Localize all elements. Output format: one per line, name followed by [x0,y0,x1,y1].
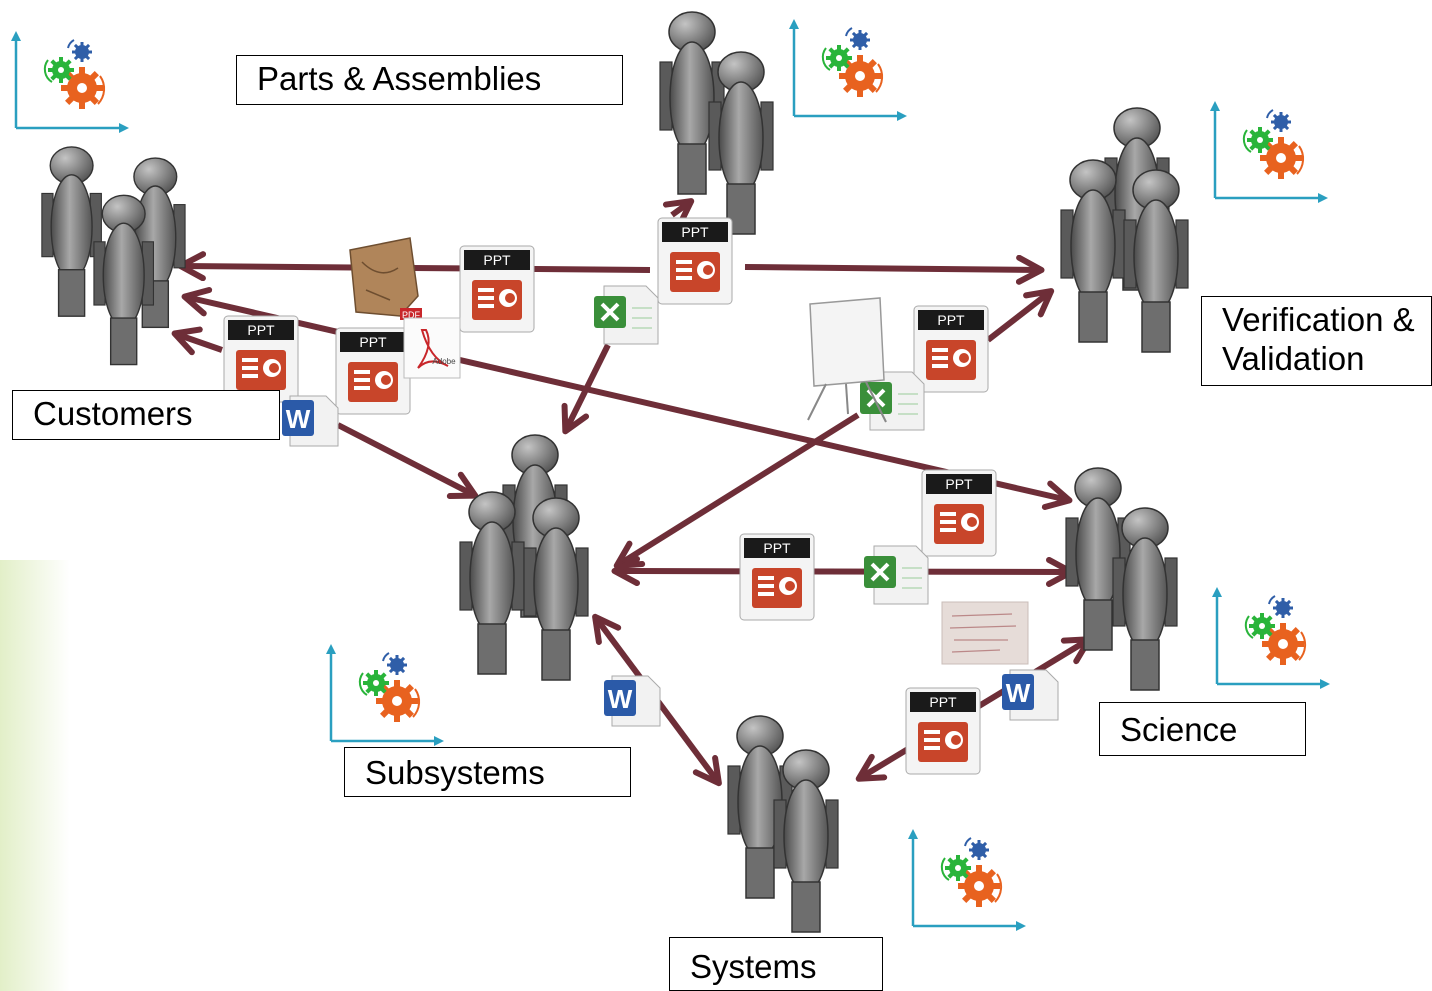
word-letter: W [608,684,633,714]
arrow-verification-to-subsystems [986,288,1055,343]
word-icon: W [282,395,339,447]
pdf-brand: Adobe [432,357,456,366]
arrow-science-to-customers [181,287,1073,510]
label-text-line1: Verification & [1222,301,1415,338]
subsystems-group-icon [459,434,589,681]
verification-group-icon [1060,107,1189,353]
excel-icon [864,545,929,605]
systems-group-icon [727,715,839,933]
label-verification-validation: Verification & Validation [1201,296,1432,386]
pdf-label: PDF [402,310,421,320]
ppt-label: PPT [483,252,511,268]
parts-group-icon [659,11,774,235]
ppt-label: PPT [247,322,275,338]
label-text: Parts & Assemblies [257,60,542,97]
label-parts-assemblies: Parts & Assemblies [236,55,623,105]
label-subsystems: Subsystems [344,747,631,797]
chart-gears-icon [16,36,124,128]
word-icon: W [604,675,661,727]
label-systems: Systems [669,937,883,991]
arrow-to-customers-top [177,251,651,282]
ppt-label: PPT [359,334,387,350]
flipchart-icon [807,297,887,423]
excel-icon [594,285,659,345]
handwritten-note-icon [941,601,1029,665]
word-icon: W [1002,669,1059,721]
ppt-label: PPT [929,694,957,710]
arrow-to-parts [662,198,695,228]
label-text-line2: Validation [1222,339,1365,377]
arrow-parts-to-subsystems [561,343,611,435]
label-science: Science [1099,702,1306,756]
powerpoint-icon: PPT [459,245,535,333]
word-letter: W [1006,678,1031,708]
customers-group-icon [41,146,186,366]
ppt-label: PPT [945,476,973,492]
powerpoint-icon: PPT [739,533,815,621]
pdf-icon: PDF Adobe [400,308,461,379]
powerpoint-icon: PPT [657,217,733,305]
chart-gears-icon [1217,592,1325,684]
arrow-flipchart-to-subsystems [613,412,860,569]
ppt-label: PPT [763,540,791,556]
arrow-to-verification [744,254,1045,285]
arrow-customers-to-subsystems [336,422,479,500]
powerpoint-icon: PPT [913,305,989,393]
powerpoint-icon: PPT [921,469,997,557]
arrow-subsystems-science [611,556,1075,587]
label-text: Subsystems [365,754,545,791]
chart-gears-icon [913,834,1021,926]
chart-gears-icon [1215,106,1323,198]
ppt-label: PPT [937,312,965,328]
map-icon [349,237,419,317]
word-letter: W [286,404,311,434]
chart-gears-icon [794,24,902,116]
background-gradient [0,560,70,991]
powerpoint-icon: PPT [335,327,411,415]
arrow-to-customers-lower [171,326,223,356]
science-group-icon [1065,467,1178,691]
label-customers: Customers [12,390,280,440]
label-text: Systems [690,948,817,985]
label-text: Customers [33,395,193,432]
powerpoint-icon: PPT [905,687,981,775]
ppt-label: PPT [681,224,709,240]
label-text: Science [1120,711,1238,748]
powerpoint-icon: PPT [223,315,299,403]
chart-gears-icon [331,649,439,741]
